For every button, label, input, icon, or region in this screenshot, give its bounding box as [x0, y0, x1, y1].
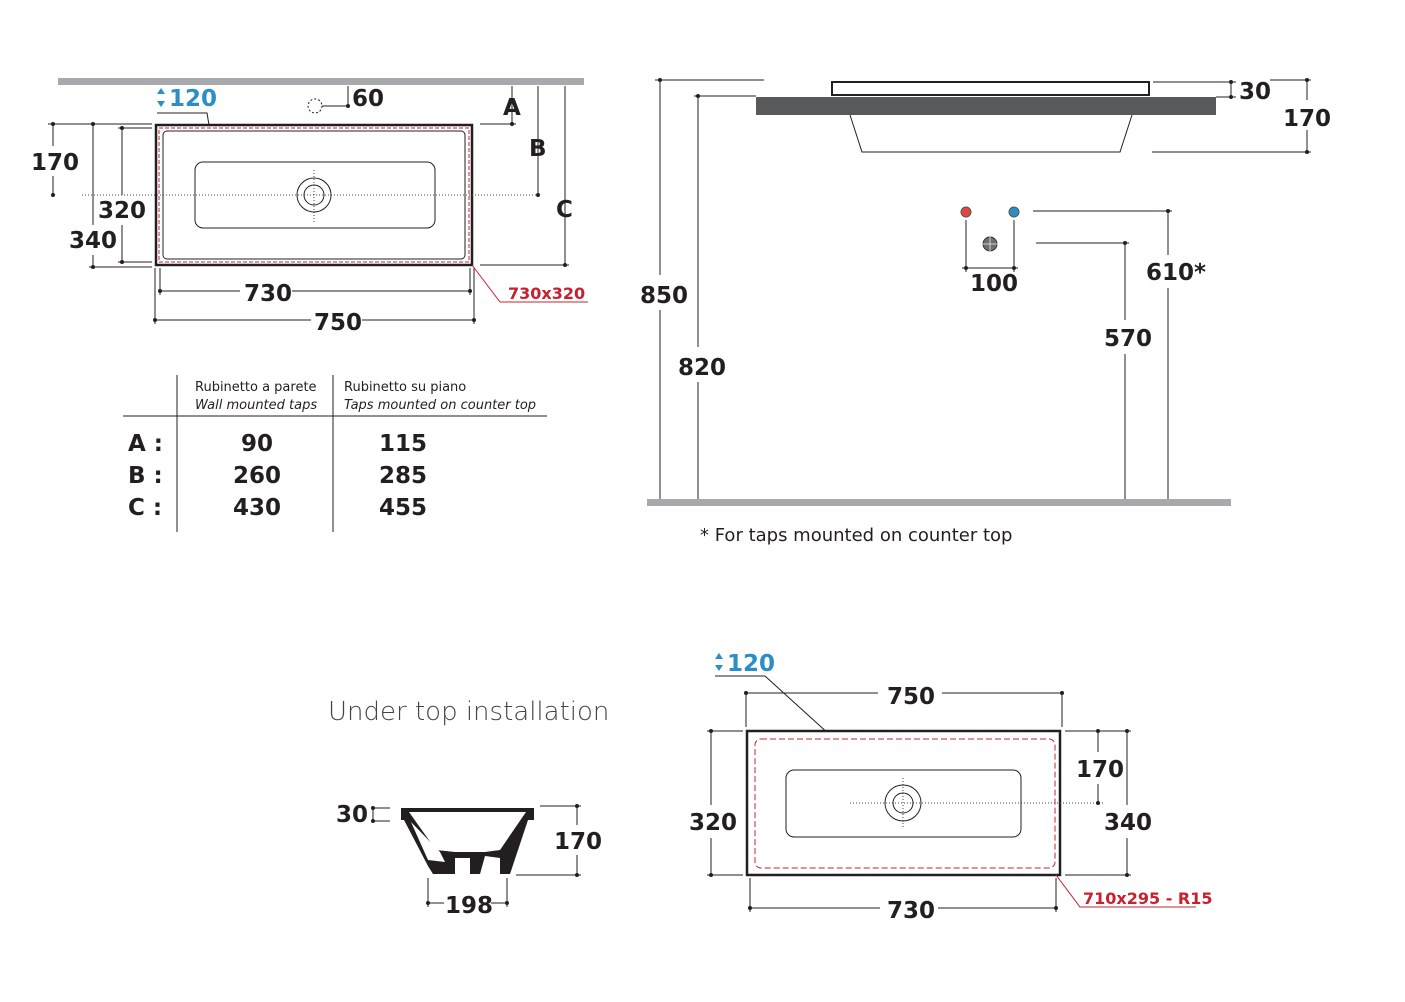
cutout-label: 710x295 - R15	[1083, 889, 1212, 908]
base-width-label: 198	[445, 893, 493, 919]
basin-height-label: 170	[1283, 106, 1331, 132]
dimension-table: Rubinetto a parete Wall mounted taps Rub…	[123, 375, 547, 532]
drain-icon	[884, 784, 922, 822]
dim-B-label: B	[529, 136, 547, 162]
tap-height-label: 610*	[1146, 260, 1206, 286]
depth-to-drain-label: 170	[31, 150, 79, 176]
col1-subtitle: Wall mounted taps	[195, 398, 317, 413]
table-row: C : 430 455	[128, 495, 427, 521]
row-label: B :	[128, 463, 163, 489]
height-label: 170	[554, 829, 602, 855]
drain-height-label: 570	[1104, 326, 1152, 352]
side-view: 850 820 30 170 100 610* 570 * For taps m…	[640, 78, 1331, 546]
counter-value: 285	[379, 463, 427, 489]
inner-width-label: 730	[244, 281, 292, 307]
footnote: * For taps mounted on counter top	[700, 525, 1012, 546]
depth-to-drain-label: 170	[1076, 757, 1124, 783]
counter-height-label: 820	[678, 355, 726, 381]
dim-A-label: A	[503, 95, 521, 121]
height-arrows-icon	[157, 88, 165, 107]
col2-title: Rubinetto su piano	[344, 380, 466, 395]
counter-value: 455	[379, 495, 427, 521]
height-arrows-icon	[715, 653, 723, 671]
rim-label: 30	[1239, 79, 1271, 105]
dim-C-label: C	[556, 197, 573, 223]
outer-width-label: 750	[314, 310, 362, 336]
countertop	[756, 97, 1216, 115]
tap-offset-label: 60	[352, 86, 384, 112]
inner-depth-label: 320	[98, 198, 146, 224]
bowl	[194, 161, 436, 229]
wall-value: 260	[233, 463, 281, 489]
row-label: C :	[128, 495, 162, 521]
drain-icon	[296, 177, 332, 213]
inner-width-label: 730	[887, 898, 935, 924]
cold-tap-icon	[1008, 206, 1020, 218]
cutout-label: 730x320	[508, 284, 585, 303]
wall-bar	[58, 78, 584, 85]
basin-body	[849, 114, 1133, 153]
tap-spacing-label: 100	[970, 271, 1018, 297]
table-row: B : 260 285	[128, 463, 427, 489]
floor-bar	[647, 499, 1231, 506]
row-label: A :	[128, 431, 163, 457]
depth-total-label: 340	[1104, 810, 1152, 836]
hot-tap-icon	[960, 206, 972, 218]
basin-rim	[831, 81, 1150, 96]
rim-label: 30	[336, 802, 368, 828]
col2-subtitle: Taps mounted on counter top	[344, 398, 536, 413]
overflow-label: 120	[169, 86, 217, 112]
wall-value: 430	[233, 495, 281, 521]
tap-hole-icon	[307, 98, 323, 114]
total-height-label: 850	[640, 283, 688, 309]
under-top-plan: 120 750 320 170 340 730 710x295 - R15	[689, 651, 1212, 924]
under-top-section: Under top installation 30 170 198	[328, 697, 609, 919]
overflow-label: 120	[727, 651, 775, 677]
section-title: Under top installation	[328, 697, 609, 727]
col1-title: Rubinetto a parete	[195, 380, 317, 395]
outer-width-label: 750	[887, 684, 935, 710]
wall-value: 90	[241, 431, 273, 457]
table-row: A : 90 115	[128, 431, 427, 457]
counter-value: 115	[379, 431, 427, 457]
outer-depth-label: 320	[689, 810, 737, 836]
outer-depth-label: 340	[69, 228, 117, 254]
top-view: 60 120 A B C 170 320 340 730 750 730x320	[31, 78, 588, 336]
